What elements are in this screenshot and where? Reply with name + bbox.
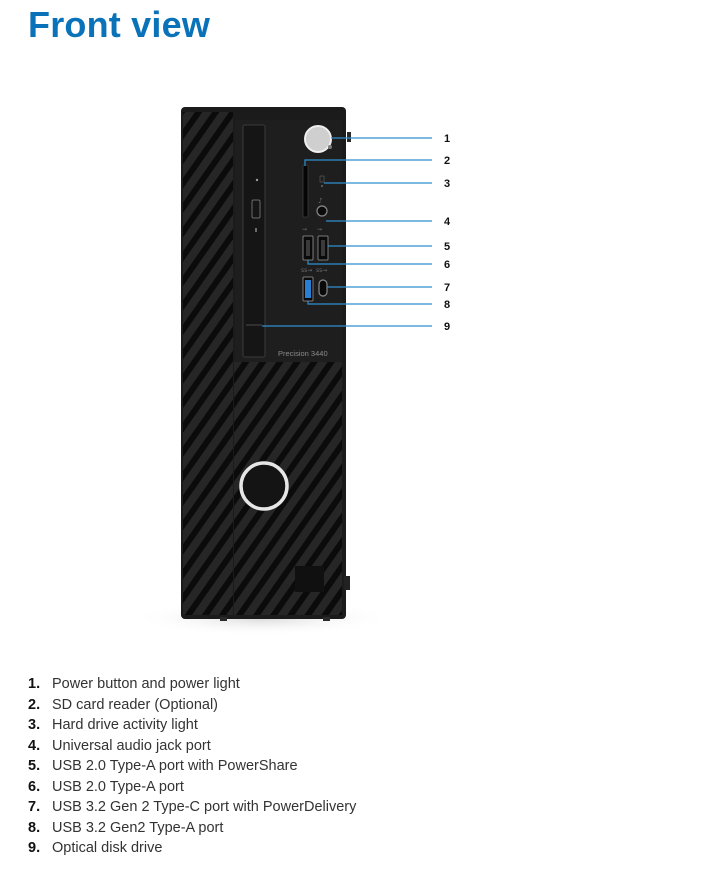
legend-label: Hard drive activity light bbox=[52, 717, 198, 733]
side-grille bbox=[183, 112, 233, 615]
legend-label: Optical disk drive bbox=[52, 840, 163, 856]
computer-front-view-diagram: ♪ ⇝ ⇝ ss⇝ ss⇝ Precision 3440 1 2 3 4 5 6… bbox=[132, 107, 451, 636]
sd-card-slot bbox=[302, 164, 309, 218]
power-button bbox=[304, 125, 332, 153]
audio-jack bbox=[316, 205, 328, 217]
page-title: Front view bbox=[28, 4, 211, 45]
legend-number: 9. bbox=[28, 840, 41, 856]
foot-left bbox=[220, 617, 227, 621]
legend-label: Universal audio jack port bbox=[52, 737, 211, 754]
legend-item: 6. USB 2.0 Type-A port bbox=[28, 777, 356, 798]
callout-number-8: 8 bbox=[444, 299, 450, 311]
foot-right bbox=[323, 617, 330, 621]
legend-label: USB 2.0 Type-A port bbox=[52, 778, 184, 795]
callout-number-6: 6 bbox=[444, 259, 450, 271]
usb-type-c-port bbox=[318, 279, 328, 297]
legend-item: 3. Hard drive activity light bbox=[28, 715, 356, 736]
legend-label: SD card reader (Optional) bbox=[52, 696, 219, 713]
callout-line-2 bbox=[304, 159, 432, 166]
side-latch bbox=[344, 576, 350, 590]
callout-number-9: 9 bbox=[444, 321, 450, 333]
legend-number: 1. bbox=[28, 676, 41, 692]
legend-number: 8. bbox=[28, 819, 41, 836]
headset-icon: ♪ bbox=[318, 197, 322, 205]
legend-label: USB 3.2 Gen 2 Type-C port with PowerDeli… bbox=[52, 799, 357, 815]
power-light bbox=[328, 145, 332, 149]
callout-number-3: 3 bbox=[444, 178, 450, 190]
legend-item: 8. USB 3.2 Gen2 Type-A port bbox=[28, 818, 356, 839]
usb-icon-right: ⇝ bbox=[317, 226, 322, 233]
legend-number: 5. bbox=[28, 758, 41, 774]
superspeed-icon-right: ss⇝ bbox=[316, 267, 327, 274]
model-label: Precision 3440 bbox=[278, 349, 328, 358]
legend-label: Power button and power light bbox=[52, 676, 240, 692]
callout-line-6 bbox=[307, 260, 432, 265]
usb3-type-a-port-tongue bbox=[305, 280, 311, 298]
legend-item: 5. USB 2.0 Type-A port with PowerShare bbox=[28, 756, 356, 777]
callout-line-8 bbox=[307, 301, 432, 305]
hdd-activity-light bbox=[321, 185, 323, 187]
callout-number-5: 5 bbox=[444, 241, 450, 253]
legend-number: 6. bbox=[28, 778, 41, 795]
usb-icon-left: ⇝ bbox=[302, 226, 307, 233]
legend-item: 7. USB 3.2 Gen 2 Type-C port with PowerDe… bbox=[28, 797, 356, 818]
optical-drive-bezel bbox=[242, 124, 266, 358]
legend-label: USB 2.0 Type-A port with PowerShare bbox=[52, 758, 298, 774]
legend-number: 2. bbox=[28, 696, 41, 713]
logo-ring bbox=[239, 461, 289, 511]
callout-legend: 1. Power button and power light 2. SD card… bbox=[28, 674, 356, 859]
callout-lines bbox=[262, 137, 432, 327]
callout-number-1: 1 bbox=[444, 133, 450, 145]
callout-number-7: 7 bbox=[444, 282, 450, 294]
legend-item: 9. Optical disk drive bbox=[28, 838, 356, 859]
callout-number-2: 2 bbox=[444, 155, 450, 167]
hdd-activity-icon bbox=[319, 175, 325, 183]
top-latch bbox=[347, 132, 351, 142]
odd-activity-light bbox=[255, 178, 259, 182]
legend-number: 7. bbox=[28, 799, 41, 815]
odd-eject-button-icon bbox=[251, 199, 261, 219]
legend-label: USB 3.2 Gen2 Type-A port bbox=[52, 819, 224, 836]
legend-item: 4. Universal audio jack port bbox=[28, 736, 356, 757]
usb2-port-powershare-tongue bbox=[306, 240, 310, 256]
odd-emergency-eject bbox=[255, 228, 257, 232]
usb2-port-tongue bbox=[321, 240, 325, 256]
callout-number-4: 4 bbox=[444, 216, 451, 228]
superspeed-icon-left: ss⇝ bbox=[301, 267, 312, 274]
legend-number: 3. bbox=[28, 717, 41, 733]
legend-item: 1. Power button and power light bbox=[28, 674, 356, 695]
legend-item: 2. SD card reader (Optional) bbox=[28, 695, 356, 716]
service-tag-badge bbox=[295, 566, 324, 592]
legend-number: 4. bbox=[28, 737, 41, 754]
